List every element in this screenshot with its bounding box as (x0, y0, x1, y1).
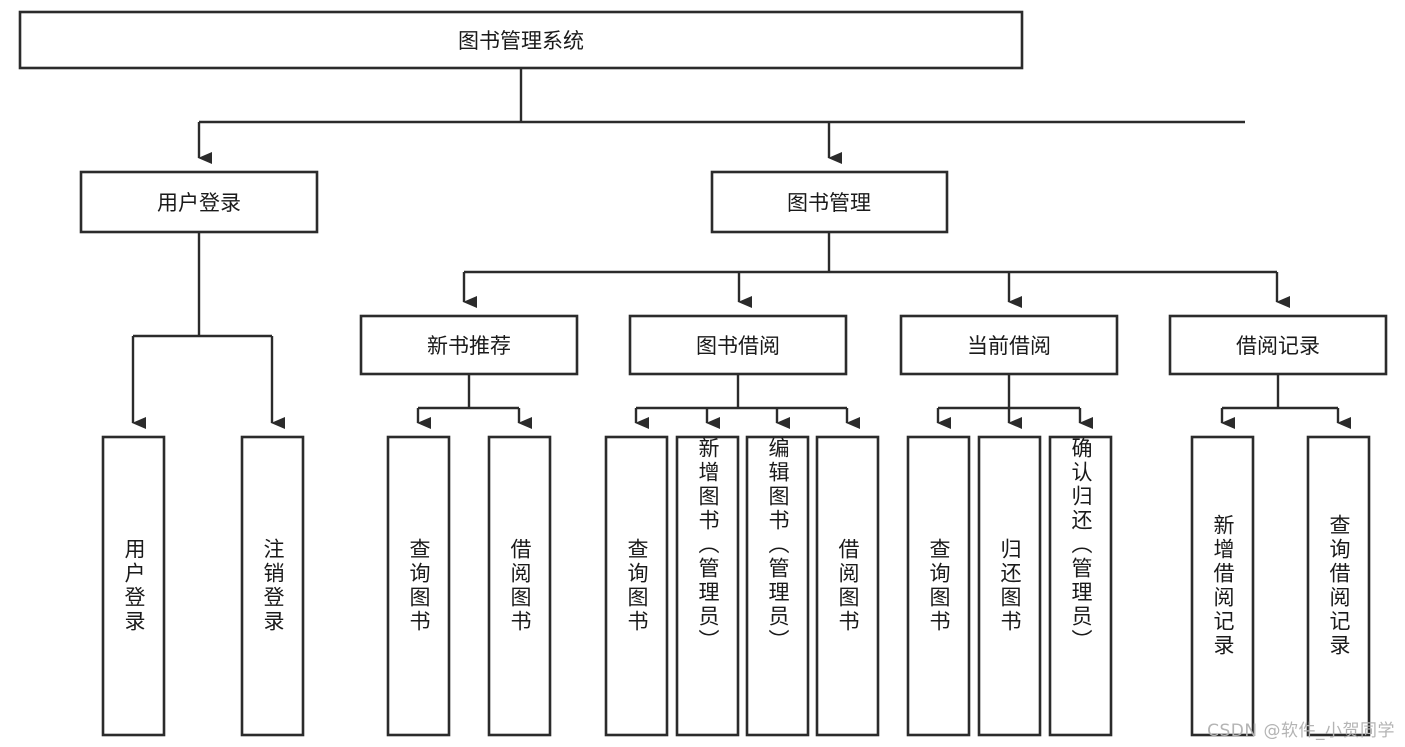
connector-root-to-level2 (197, 68, 1245, 164)
node-book-management-label: 图书管理 (787, 191, 871, 215)
leaf-box-borrow-book-new[interactable] (487, 435, 552, 737)
node-book-management[interactable]: 图书管理 (710, 170, 949, 234)
leaf-box-add-borrow-record[interactable] (1190, 435, 1255, 737)
leaf-box-logout[interactable] (240, 435, 305, 737)
connector-book-borrow-to-leaves (634, 374, 860, 429)
node-new-book-recommend[interactable]: 新书推荐 (359, 314, 579, 376)
connector-new-book-to-leaves (416, 374, 532, 429)
node-new-book-recommend-label: 新书推荐 (427, 334, 511, 358)
leaf-box-borrow-book[interactable] (815, 435, 880, 737)
connector-user-login-to-leaves (131, 232, 285, 429)
leaf-box-user-login[interactable] (101, 435, 166, 737)
connector-current-borrow-to-leaves (936, 374, 1093, 429)
leaf-box-query-borrow-record[interactable] (1306, 435, 1371, 737)
node-book-borrow[interactable]: 图书借阅 (628, 314, 848, 376)
node-user-login[interactable]: 用户登录 (79, 170, 319, 234)
leaf-box-edit-book-admin[interactable] (745, 435, 810, 737)
leaf-box-add-book-admin[interactable] (675, 435, 740, 737)
leaf-box-query-book-new[interactable] (386, 435, 451, 737)
node-current-borrow[interactable]: 当前借阅 (899, 314, 1119, 376)
leaf-box-query-book-current[interactable] (906, 435, 971, 737)
node-borrow-record[interactable]: 借阅记录 (1168, 314, 1388, 376)
leaf-box-query-book-borrow[interactable] (604, 435, 669, 737)
leaf-box-return-book[interactable] (977, 435, 1042, 737)
leaf-box-confirm-return-admin[interactable] (1048, 435, 1113, 737)
node-user-login-label: 用户登录 (157, 191, 241, 215)
connector-borrow-record-to-leaves (1220, 374, 1351, 429)
connector-book-manage-to-level3 (462, 232, 1290, 308)
node-borrow-record-label: 借阅记录 (1236, 334, 1320, 358)
node-current-borrow-label: 当前借阅 (967, 334, 1051, 358)
node-root-label: 图书管理系统 (458, 29, 584, 53)
node-root-book-management-system[interactable]: 图书管理系统 (18, 10, 1024, 70)
node-book-borrow-label: 图书借阅 (696, 334, 780, 358)
